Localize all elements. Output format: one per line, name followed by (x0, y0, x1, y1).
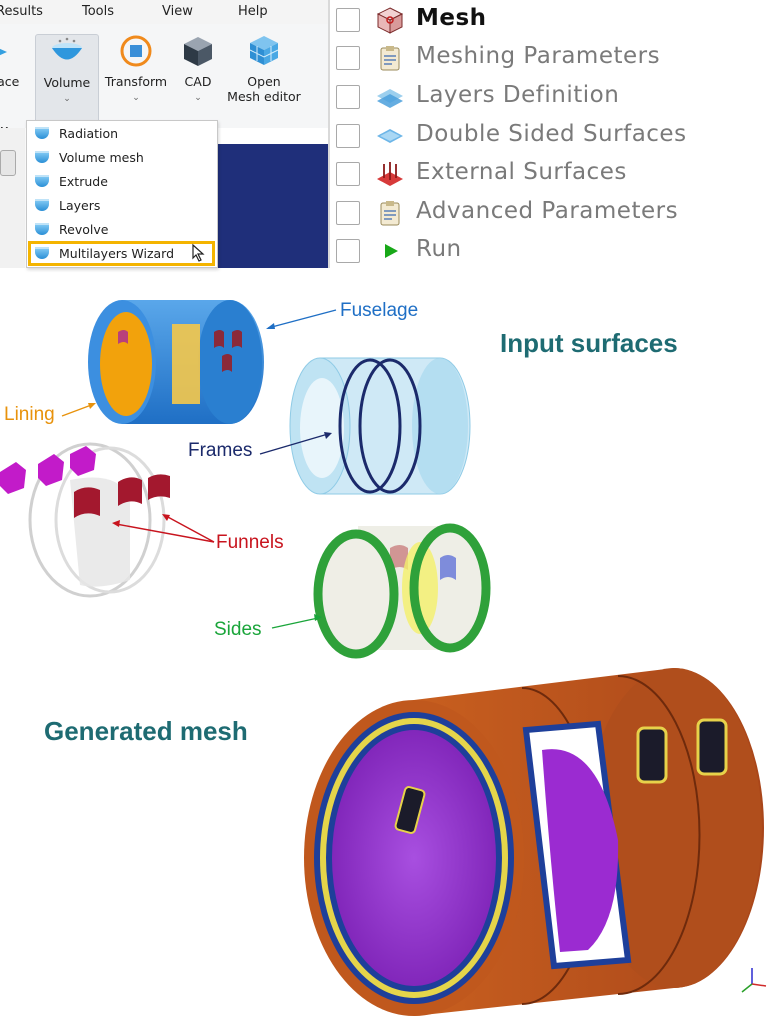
menu-item-radiation[interactable]: Radiation (35, 123, 215, 145)
arrows-funnels (112, 514, 215, 543)
bowl-icon (35, 199, 49, 211)
menu-item-label: Multilayers Wizard (59, 246, 175, 261)
wizard-checklist: Mesh Meshing Parameters Layers Definitio… (332, 0, 780, 268)
chevron-down-icon[interactable]: ⌄ (194, 93, 202, 103)
sides-cylinder (313, 523, 491, 659)
checklist-label: Run (416, 236, 462, 262)
cad-button[interactable]: CAD ⌄ (178, 34, 218, 106)
checklist-item-external-surfaces[interactable]: External Surfaces (336, 156, 776, 192)
arrow-frames (259, 432, 332, 455)
checkbox[interactable] (336, 162, 360, 186)
menu-item-label: Radiation (59, 126, 119, 141)
cad-label: CAD (184, 74, 212, 89)
ribbon-toolbar: face Volume ⌄ Transform ⌄ (0, 24, 328, 128)
menu-item-label: Revolve (59, 222, 109, 237)
label-frames: Frames (188, 440, 253, 461)
checkbox[interactable] (336, 85, 360, 109)
checkbox[interactable] (336, 201, 360, 225)
menu-results[interactable]: Results (0, 4, 43, 19)
checkbox[interactable] (336, 239, 360, 263)
ribbon-panel: Results Tools View Help face Volume ⌄ (0, 0, 328, 268)
menu-item-label: Volume mesh (59, 150, 144, 165)
fuselage-cylinder (88, 300, 264, 424)
transform-button[interactable]: Transform ⌄ (100, 34, 172, 106)
menu-item-revolve[interactable]: Revolve (35, 219, 215, 241)
cad-cube-icon (181, 34, 215, 68)
clipboard-icon (380, 201, 400, 226)
checklist-label: Advanced Parameters (416, 198, 679, 224)
open-label: Open (247, 74, 281, 89)
clipboard-icon (380, 46, 400, 71)
panel-divider (328, 0, 330, 268)
surface-label: face (0, 74, 20, 89)
checkbox[interactable] (336, 124, 360, 148)
layers-icon (377, 89, 403, 108)
checkbox[interactable] (336, 8, 360, 32)
checklist-item-mesh[interactable]: Mesh (336, 2, 776, 38)
menu-item-layers[interactable]: Layers (35, 195, 215, 217)
bowl-icon (35, 127, 49, 139)
menu-help[interactable]: Help (238, 4, 268, 19)
menu-bar: Results Tools View Help (0, 0, 328, 25)
zoom-button[interactable] (0, 150, 16, 176)
external-surface-icon (377, 162, 403, 186)
label-funnels: Funnels (216, 532, 284, 553)
chevron-down-icon[interactable]: ⌄ (63, 94, 71, 104)
play-icon (385, 244, 398, 258)
heading-input-surfaces: Input surfaces (500, 328, 678, 358)
checklist-item-advanced-parameters[interactable]: Advanced Parameters (336, 195, 776, 231)
menu-item-extrude[interactable]: Extrude (35, 171, 215, 193)
label-lining: Lining (4, 404, 55, 425)
volume-bowl-icon (50, 35, 84, 69)
volume-label: Volume (43, 75, 91, 90)
bowl-icon (35, 151, 49, 163)
surface-button[interactable]: face (0, 34, 26, 89)
bowl-icon (35, 247, 49, 259)
left-panel (0, 128, 25, 268)
menu-view[interactable]: View (162, 4, 193, 19)
chevron-down-icon[interactable]: ⌄ (132, 93, 140, 103)
generated-mesh-cylinder (304, 668, 764, 1016)
arrow-lining (61, 403, 96, 417)
transform-label: Transform (104, 74, 168, 89)
checklist-item-layers-definition[interactable]: Layers Definition (336, 79, 776, 115)
checkbox[interactable] (336, 46, 360, 70)
checklist-item-run[interactable]: Run (336, 233, 776, 269)
arrow-sides (271, 614, 322, 629)
checklist-item-meshing-parameters[interactable]: Meshing Parameters (336, 40, 776, 76)
mesh-editor-label: Mesh editor (227, 89, 301, 104)
bowl-icon (35, 223, 49, 235)
volume-button[interactable]: Volume ⌄ (35, 34, 99, 128)
bowl-icon (35, 175, 49, 187)
mouse-cursor-icon (192, 243, 205, 262)
arrow-fuselage (266, 309, 337, 329)
checklist-label: Double Sided Surfaces (416, 121, 687, 147)
menu-item-label: Layers (59, 198, 101, 213)
checklist-label: External Surfaces (416, 159, 627, 185)
funnels-assembly (0, 442, 170, 598)
viewport-background (200, 144, 328, 268)
label-fuselage: Fuselage (340, 300, 419, 321)
mesh-cube-icon (376, 7, 404, 34)
menu-item-multilayers-wizard[interactable]: Multilayers Wizard (35, 243, 215, 265)
mesh-editor-icon (247, 34, 281, 68)
checklist-item-double-sided-surfaces[interactable]: Double Sided Surfaces (336, 118, 776, 154)
checklist-label: Mesh (416, 5, 487, 31)
heading-generated-mesh: Generated mesh (44, 716, 248, 746)
menu-item-volume-mesh[interactable]: Volume mesh (35, 147, 215, 169)
transform-icon (119, 34, 153, 68)
double-sided-icon (377, 129, 403, 143)
frames-cylinder (289, 357, 471, 495)
label-sides: Sides (214, 619, 262, 640)
checklist-label: Meshing Parameters (416, 43, 661, 69)
surface-icon (0, 34, 23, 68)
open-mesh-editor-button[interactable]: Open Mesh editor (222, 34, 306, 104)
checklist-label: Layers Definition (416, 82, 620, 108)
menu-item-label: Extrude (59, 174, 108, 189)
selection-highlight (28, 241, 215, 266)
axis-triad-icon (741, 968, 767, 993)
menu-tools[interactable]: Tools (82, 4, 115, 19)
